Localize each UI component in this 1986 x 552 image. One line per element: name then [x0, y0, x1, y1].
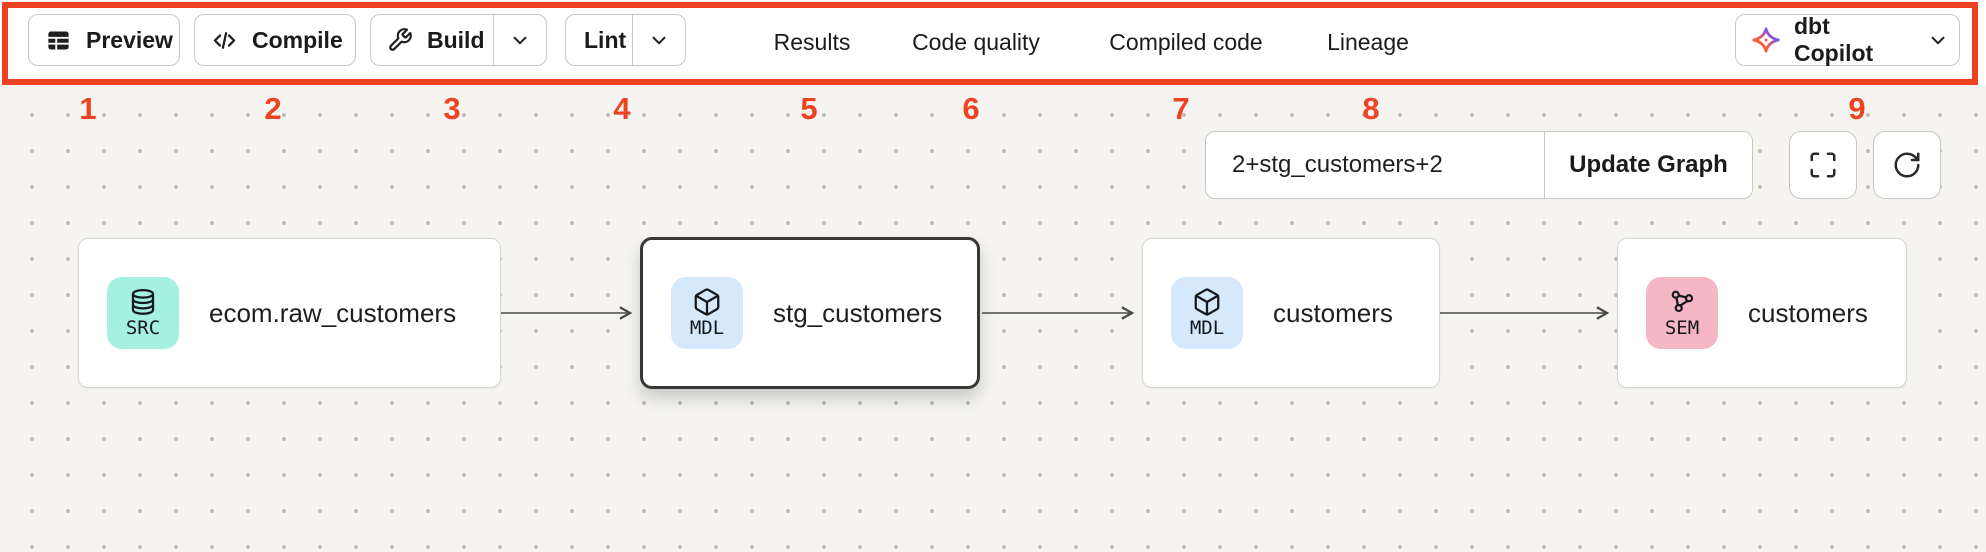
wrench-icon: [387, 27, 413, 53]
database-icon: [131, 289, 155, 315]
build-button[interactable]: Build: [427, 26, 485, 53]
lineage-node-source[interactable]: SRC ecom.raw_customers: [78, 238, 501, 388]
update-graph-button[interactable]: Update Graph: [1545, 132, 1752, 198]
lint-split-button: Lint: [565, 14, 686, 66]
semantic-model-icon: [1671, 290, 1694, 313]
code-icon: [211, 27, 238, 54]
tab-results[interactable]: Results: [773, 29, 851, 55]
tab-compiled-code[interactable]: Compiled code: [1109, 29, 1263, 55]
chevron-down-icon: [513, 36, 527, 45]
build-dropdown-button[interactable]: [494, 15, 546, 65]
tab-lineage[interactable]: Lineage: [1327, 29, 1409, 55]
lineage-node-customers-model[interactable]: MDL customers: [1142, 238, 1440, 388]
table-icon: [45, 27, 72, 54]
cube-icon: [694, 288, 720, 316]
lint-button[interactable]: Lint: [584, 26, 627, 53]
model-badge: MDL: [671, 277, 743, 349]
node-label: stg_customers: [773, 297, 943, 328]
lineage-node-stg-customers[interactable]: MDL stg_customers: [640, 237, 980, 389]
lint-dropdown-button[interactable]: [633, 15, 685, 65]
compile-button-label: Compile: [252, 26, 343, 53]
badge-label: MDL: [689, 317, 725, 340]
build-split-button: Build: [370, 14, 547, 66]
tab-code-quality[interactable]: Code quality: [912, 29, 1040, 55]
node-label: customers: [1273, 297, 1393, 328]
lint-split-divider: [631, 15, 633, 65]
fullscreen-button[interactable]: [1789, 131, 1857, 199]
chevron-down-icon: [652, 36, 666, 45]
dbt-copilot-button[interactable]: dbt Copilot: [1735, 13, 1960, 66]
badge-label: MDL: [1189, 317, 1225, 340]
editor-toolbar: Preview Compile Build: [0, 0, 1986, 85]
build-split-divider: [492, 15, 494, 65]
badge-label: SRC: [125, 317, 161, 340]
model-badge: MDL: [1171, 277, 1243, 349]
lineage-selector-input[interactable]: 2+stg_customers+2: [1232, 151, 1443, 178]
refresh-icon: [1894, 152, 1920, 178]
preview-button[interactable]: Preview: [28, 14, 180, 66]
compile-button[interactable]: Compile: [194, 14, 356, 66]
dbt-copilot-icon: [1750, 24, 1782, 56]
badge-label: SEM: [1664, 317, 1700, 340]
fullscreen-icon: [1810, 152, 1836, 178]
dbt-copilot-label: dbt Copilot: [1794, 13, 1874, 66]
lineage-node-customers-semantic[interactable]: SEM customers: [1617, 238, 1907, 388]
node-label: customers: [1748, 297, 1868, 328]
preview-button-label: Preview: [86, 26, 173, 53]
cube-icon: [1194, 288, 1220, 316]
lineage-graph-canvas[interactable]: 2+stg_customers+2 Update Graph: [0, 85, 1986, 552]
chevron-down-icon: [1916, 15, 1959, 65]
selector-divider: [1543, 132, 1545, 198]
source-badge: SRC: [107, 277, 179, 349]
refresh-button[interactable]: [1873, 131, 1941, 199]
lineage-selector-group: 2+stg_customers+2 Update Graph: [1205, 131, 1753, 199]
node-label: ecom.raw_customers: [209, 297, 457, 328]
semantic-badge: SEM: [1646, 277, 1718, 349]
